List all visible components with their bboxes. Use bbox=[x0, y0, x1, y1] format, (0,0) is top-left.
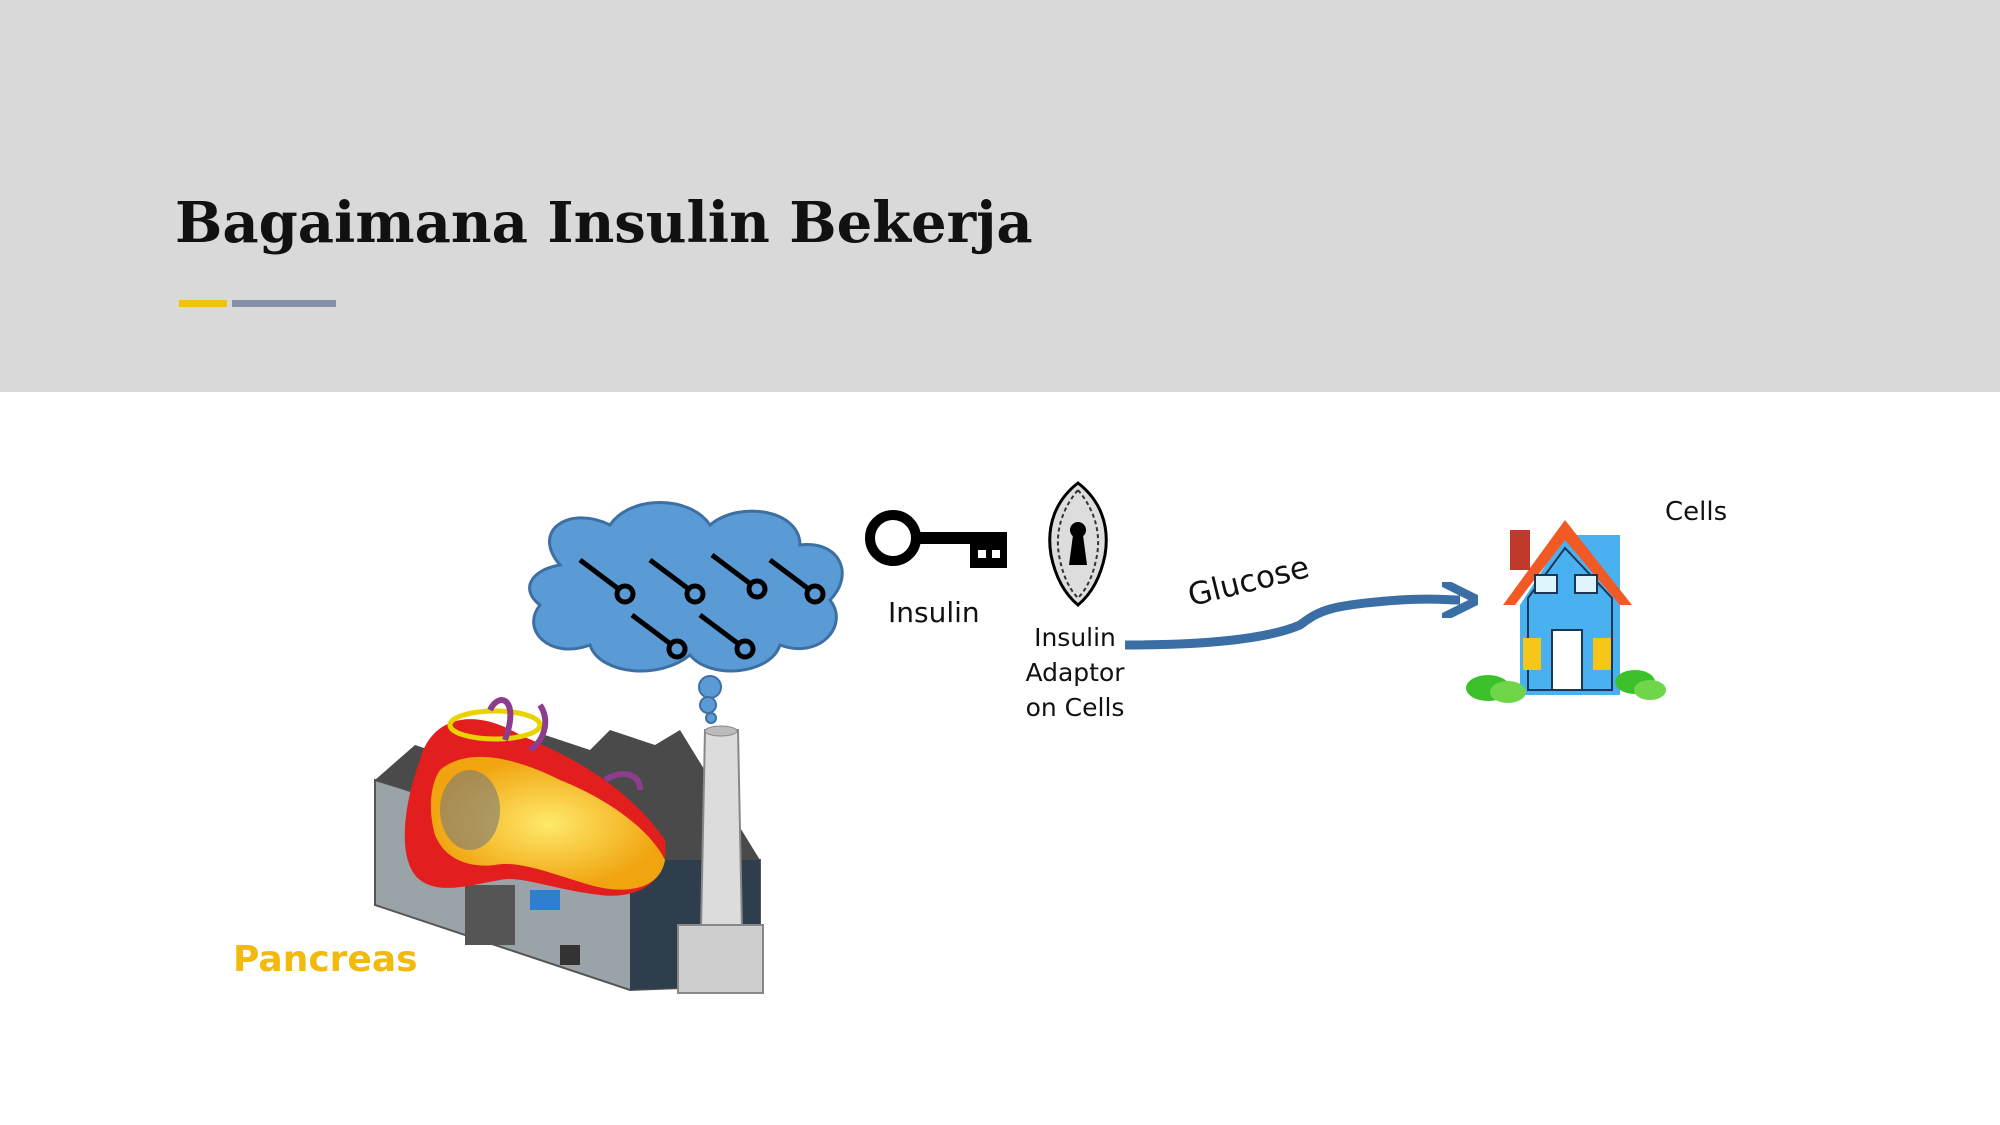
cells-label: Cells bbox=[1665, 497, 1728, 527]
thought-cloud bbox=[528, 501, 844, 724]
title-accent-yellow bbox=[179, 300, 227, 307]
key-icon bbox=[648, 558, 706, 605]
house-icon bbox=[1466, 520, 1666, 703]
glucose-arrow bbox=[1124, 599, 1460, 650]
insulin-key-icon bbox=[865, 510, 1007, 568]
key-icon bbox=[578, 558, 636, 605]
insulin-label: Insulin bbox=[888, 596, 980, 629]
key-icon bbox=[630, 613, 688, 660]
key-icon bbox=[768, 558, 826, 605]
pancreas-icon bbox=[404, 697, 666, 896]
slide-header: Bagaimana Insulin Bekerja bbox=[0, 0, 2000, 392]
key-icon bbox=[698, 613, 756, 660]
key-icon bbox=[710, 553, 768, 600]
title-accent-gray bbox=[232, 300, 336, 307]
keyhole-icon bbox=[1048, 481, 1108, 607]
insulin-keys-group bbox=[578, 553, 826, 660]
insulin-adaptor-label: Insulin Adaptor on Cells bbox=[1025, 623, 1125, 722]
pancreas-label: Pancreas bbox=[233, 939, 418, 980]
slide-title: Bagaimana Insulin Bekerja bbox=[175, 190, 1033, 256]
